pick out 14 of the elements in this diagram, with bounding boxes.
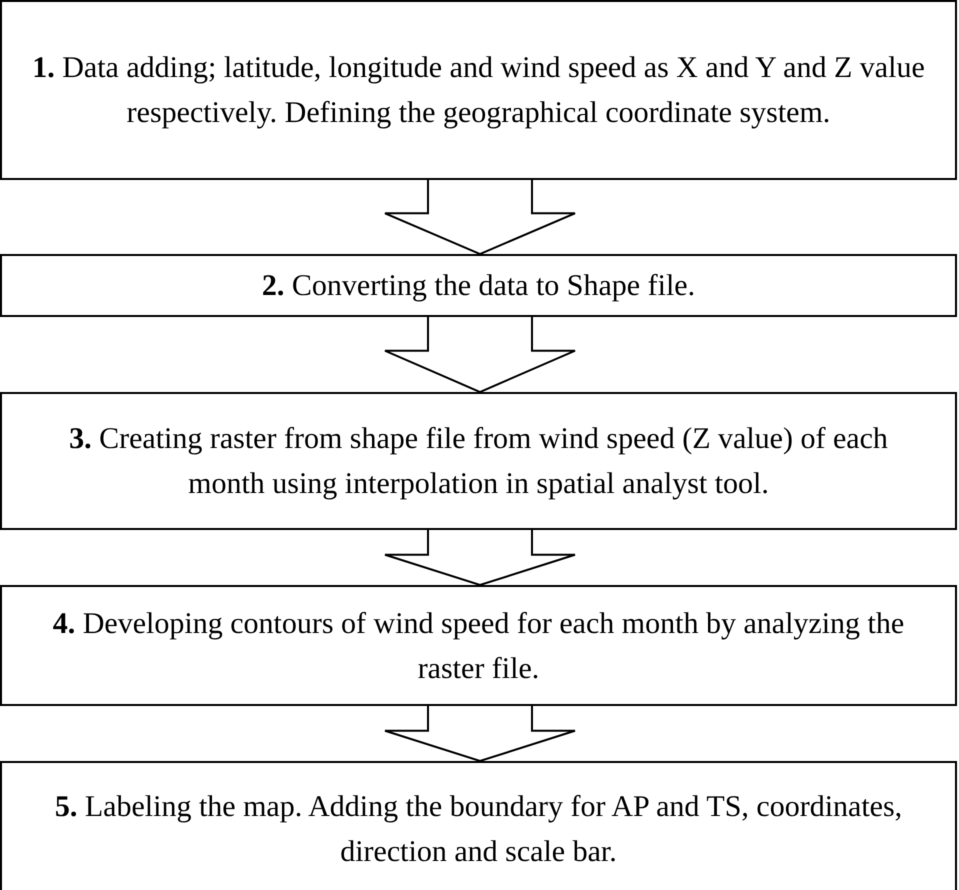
block-arrow	[384, 529, 576, 586]
process-box	[0, 0, 957, 180]
block-arrow	[384, 316, 576, 394]
process-box	[0, 761, 957, 890]
process-box	[0, 585, 957, 706]
block-arrow	[384, 179, 576, 256]
process-box	[0, 254, 957, 317]
block-arrow	[384, 705, 576, 762]
step-text: 3. Creating raster from shape file from wind speed (Z value) of each month using interpolation in spatial analyst tool.	[68, 421, 889, 502]
step-text: 1. Data adding; latitude, longitude and wind speed as X and Y and Z value respectively. Defining the geographical coordinate system.	[31, 50, 926, 131]
step-text: 5. Labeling the map. Adding the boundary for AP and TS, coordinates, direction and scale bar.	[54, 788, 904, 870]
step-text: 2. Converting the data to Shape file.	[262, 268, 696, 304]
process-box	[0, 392, 957, 530]
step-text: 4. Developing contours of wind speed for each month by analyzing the raster file.	[52, 606, 906, 686]
